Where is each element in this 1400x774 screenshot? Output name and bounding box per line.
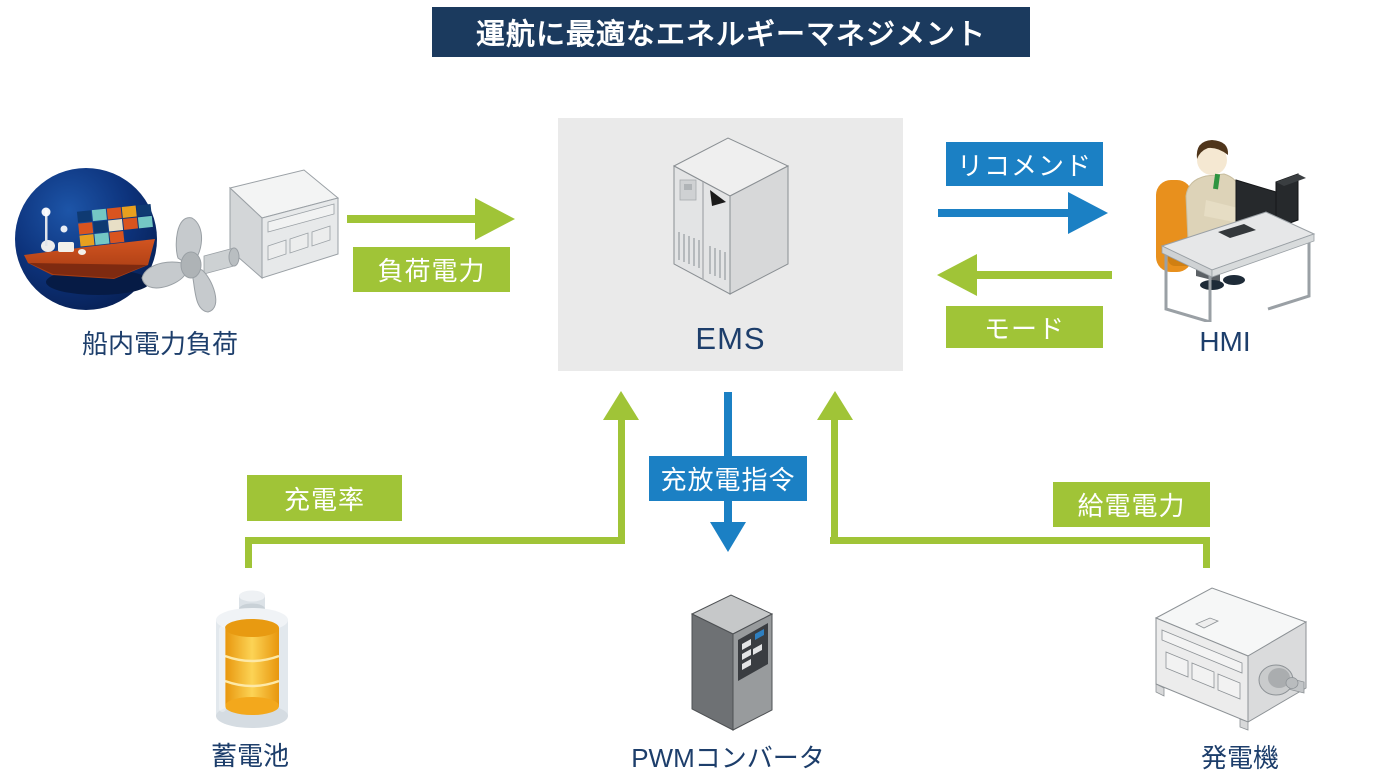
ship-icon [15,168,157,310]
charge-rate-arrow-stub [245,541,252,568]
diagram-title: 運航に最適なエネルギーマネジメント [432,7,1030,57]
recommend-flow-label: リコメンド [946,142,1103,186]
ems-server-icon [672,137,790,295]
battery-icon [216,590,288,728]
charge-rate-arrow-horizontal [245,537,625,544]
hmi-label: HMI [1199,326,1251,357]
charge-rate-arrow-vertical [618,416,625,544]
supply-power-arrowhead [817,391,853,420]
generator-label: 発電機 [1200,743,1279,773]
supply-power-arrow-horizontal [830,537,1210,544]
mode-arrowhead [937,254,977,296]
ship-load-label: 船内電力負荷 [81,329,238,359]
motor-propeller-icon [141,169,340,313]
supply-power-arrow-vertical [831,416,838,544]
supply-power-flow-label: 給電電力 [1053,482,1210,527]
charge-discharge-flow-label: 充放電指令 [649,456,807,501]
ems-label: EMS [695,321,766,356]
mode-arrow-shaft [977,271,1112,279]
mode-flow-label: モード [946,306,1103,348]
charge-discharge-arrowhead [710,522,746,552]
load-power-flow-label: 負荷電力 [353,247,510,292]
ems-node: EMS [558,118,903,371]
generator-icon [1154,587,1308,731]
charge-rate-arrowhead [603,391,639,420]
charge-rate-flow-label: 充電率 [247,475,402,521]
load-power-arrowhead [475,198,515,240]
pwm-converter-icon [690,594,774,731]
ship-and-motor-icon [15,168,340,313]
recommend-arrowhead [1068,192,1108,234]
supply-power-arrow-stub [1203,541,1210,568]
load-power-arrow-shaft [347,215,477,223]
battery-label: 蓄電池 [210,741,289,771]
recommend-arrow-shaft [938,209,1070,217]
pwm-converter-label: PWMコンバータ [631,743,825,773]
operator-at-desk-icon [1156,140,1316,322]
